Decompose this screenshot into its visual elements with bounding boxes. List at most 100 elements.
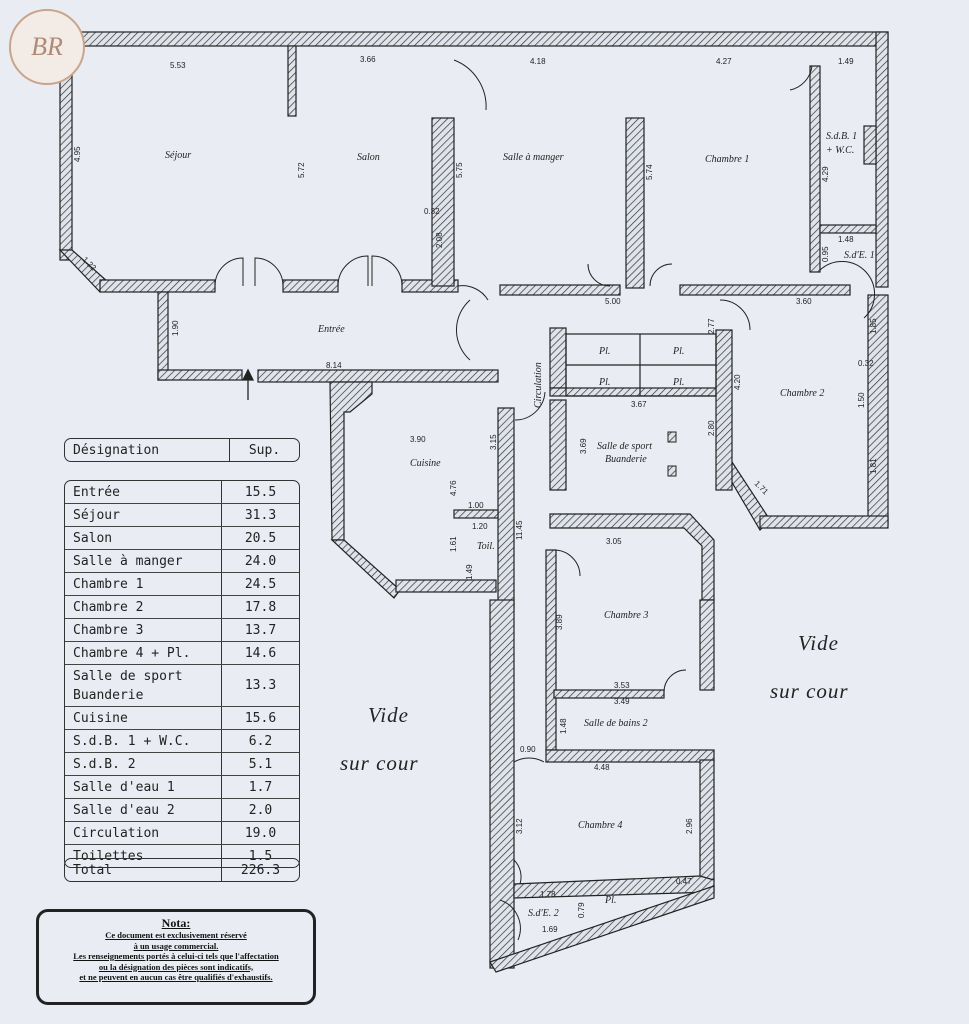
header-surface: Sup.	[248, 442, 281, 458]
room-entree: Entrée	[317, 324, 345, 335]
row-value: 2.0	[248, 802, 273, 818]
dim: 3.15	[489, 434, 498, 450]
nota-line: à un usage commercial.	[133, 940, 219, 951]
wall-sdb-side	[863, 125, 877, 165]
room-sde2: S.d'E. 2	[528, 908, 559, 919]
room-pl-5: Pl.	[604, 895, 616, 906]
dim: 5.75	[455, 162, 464, 178]
wall-salle-ch1	[625, 117, 645, 289]
room-circulation: Circulation	[533, 362, 544, 408]
dim: 1.20	[472, 522, 488, 531]
row-name: Séjour	[65, 504, 222, 526]
dim: 0.32	[858, 359, 874, 368]
wall-ch4-right	[699, 759, 715, 881]
dim: 1.00	[468, 501, 484, 510]
row-name: Chambre 3	[65, 619, 222, 641]
row-value: 20.5	[244, 530, 277, 546]
wall-sdb2-bottom	[545, 749, 715, 763]
dimensions: 5.53 3.66 4.18 4.27 1.49 4.95 5.72 5.75 …	[73, 55, 878, 934]
dim: 8.14	[326, 361, 342, 370]
room-sejour: Séjour	[165, 150, 191, 161]
row-name: S.d.B. 1 + W.C.	[65, 730, 222, 752]
row-value: 15.6	[244, 710, 277, 726]
row-value: 5.1	[248, 756, 273, 772]
room-cuisine: Cuisine	[410, 458, 441, 469]
dim: 1.49	[838, 57, 854, 66]
table-row: Salle à manger 24.0	[65, 550, 299, 573]
room-toilettes: Toil.	[477, 541, 495, 552]
vide-right-line1: Vide	[798, 631, 839, 655]
wall-sport-left	[549, 399, 567, 491]
row-value: 15.5	[244, 484, 277, 500]
dim: 4.95	[73, 146, 82, 162]
dim: 5.72	[297, 162, 306, 178]
wall-circ-right	[549, 327, 567, 389]
dim: 4.18	[530, 57, 546, 66]
wall-salon-salle	[431, 117, 455, 287]
wall-sport-right	[715, 329, 733, 491]
wall-corridor-left	[489, 599, 515, 969]
dim: 1.49	[465, 564, 474, 580]
wall-ch3-bottom	[553, 689, 665, 699]
row-value: 13.7	[244, 622, 277, 638]
row-name: Cuisine	[65, 707, 222, 729]
row-name: Salon	[65, 527, 222, 549]
nota-line: Les renseignements portés à celui-ci tel…	[73, 951, 279, 961]
wall-cuisine-right	[497, 407, 515, 609]
nota-box: Nota: Ce document est exclusivement rése…	[36, 909, 316, 1005]
vide-left-line2: sur cour	[340, 751, 419, 775]
wall-pl-bottom	[549, 387, 721, 397]
row-value: 31.3	[244, 507, 277, 523]
row-name: Salle à manger	[65, 550, 222, 572]
wall-entree-bottom	[157, 369, 243, 381]
dim: 1.48	[559, 718, 568, 734]
room-pl-4: Pl.	[672, 377, 684, 388]
vide-right-line2: sur cour	[770, 679, 849, 703]
dim: 1.71	[753, 479, 771, 497]
wall-entree-left	[157, 291, 169, 381]
row-name: S.d.B. 2	[65, 753, 222, 775]
room-sdb1-line2: + W.C.	[826, 145, 854, 156]
room-sport-line1: Salle de sport	[597, 441, 652, 452]
wall-cuisine-bl	[330, 539, 401, 599]
wall-top	[59, 31, 889, 47]
dim: 4.29	[821, 166, 830, 182]
wall-bottom-ch1	[679, 284, 851, 296]
room-pl-2: Pl.	[672, 346, 684, 357]
total-row: Total 226.3	[64, 858, 300, 882]
table-row: Séjour 31.3	[65, 504, 299, 527]
dim: 0.47	[676, 877, 692, 886]
row-value: 1.5	[248, 848, 273, 864]
room-sdb1-line1: S.d.B. 1	[826, 131, 857, 142]
wall-sport-bottom	[549, 513, 715, 601]
dim: 3.05	[606, 537, 622, 546]
dim: 3.49	[614, 697, 630, 706]
room-sport-line2: Buanderie	[605, 454, 647, 465]
vide-left-line1: Vide	[368, 703, 409, 727]
room-chambre4: Chambre 4	[578, 820, 622, 831]
wall-cuisine-left	[329, 381, 373, 541]
row-value: 24.0	[244, 553, 277, 569]
wall-bottom-mid	[499, 284, 621, 296]
row-value: 17.8	[244, 599, 277, 615]
dim: 11.45	[515, 520, 524, 540]
row-value: 14.6	[244, 645, 277, 661]
room-chambre3: Chambre 3	[604, 610, 648, 621]
table-row: S.d.B. 1 + W.C.6.2	[65, 730, 299, 753]
dim: 1.81	[869, 458, 878, 474]
table-row: Salon 20.5	[65, 527, 299, 550]
wall-cuisine-bottom	[395, 579, 497, 593]
room-salle-manger: Salle à manger	[503, 152, 564, 163]
wall-ch1-sdb	[809, 65, 821, 273]
dim: 5.53	[170, 61, 186, 70]
sport-marks	[667, 431, 677, 477]
dim: 4.27	[716, 57, 732, 66]
row-name: Chambre 1	[65, 573, 222, 595]
dim: 3.60	[796, 297, 812, 306]
nota-line: ou la désignation des pièces sont indica…	[98, 961, 254, 972]
